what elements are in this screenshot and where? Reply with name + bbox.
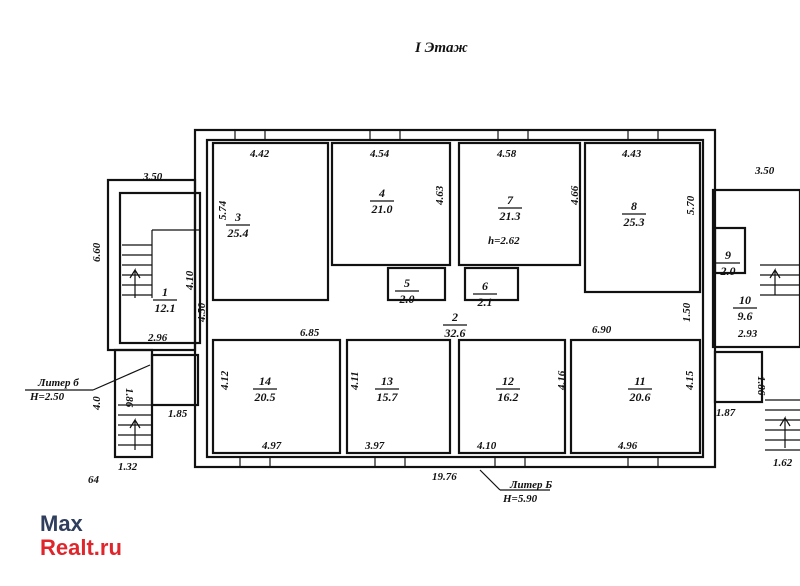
room-5: 52.0 xyxy=(395,276,419,306)
liter-left-name: Литер б xyxy=(37,377,79,389)
dimension-label: 1.86 xyxy=(123,388,135,408)
dimension-label: 4.10 xyxy=(476,440,497,452)
dimension-label: 4.12 xyxy=(219,370,231,391)
room-area: 12.1 xyxy=(155,301,176,315)
dimension-label: 1.87 xyxy=(716,407,736,419)
room-number: 6 xyxy=(482,279,488,293)
dimension-label: 4.11 xyxy=(349,371,361,391)
room-area: 16.2 xyxy=(498,390,519,404)
room-number: 10 xyxy=(739,293,751,307)
dimension-label: 3.97 xyxy=(364,440,385,452)
dimension-label: 4.0 xyxy=(91,396,103,411)
room-number: 8 xyxy=(631,199,637,213)
watermark-realt: Realt.ru xyxy=(40,535,122,560)
room-number: 13 xyxy=(381,374,393,388)
room-area: 9.6 xyxy=(738,309,753,323)
room-6: 62.1 xyxy=(473,279,497,309)
floor-title: I Этаж xyxy=(414,40,468,56)
dimension-label: 6.60 xyxy=(91,242,103,262)
dimension-label: 4.63 xyxy=(434,185,446,206)
dimension-label: 4.15 xyxy=(684,370,696,391)
room-11: 11 20.6 xyxy=(628,374,652,404)
room-number: 4 xyxy=(378,186,385,200)
dimension-label: 4.10 xyxy=(184,270,196,291)
dimension-label: 3.50 xyxy=(754,165,775,177)
dimension-label: 4.43 xyxy=(621,148,642,160)
ceiling-height: h=2.62 xyxy=(488,235,520,247)
room-area: 32.6 xyxy=(444,326,466,340)
room-number: 14 xyxy=(259,374,271,388)
room-area: 20.6 xyxy=(629,390,651,404)
room-9: 92.0 xyxy=(716,248,740,278)
room-1: 112.1 xyxy=(153,285,177,315)
room-13: 13 15.7 xyxy=(375,374,399,404)
dimension-label: 3.50 xyxy=(142,171,163,183)
dimension-label: 4.16 xyxy=(556,370,568,391)
dimension-labels: 3.50 4.42 4.54 4.58 4.43 3.50 5.74 4.63 4.66 5.70… xyxy=(88,148,793,486)
room-number: 3 xyxy=(234,210,241,224)
outer-wall xyxy=(193,128,717,469)
dimension-label: 4.96 xyxy=(617,440,638,452)
dimension-label: 2.93 xyxy=(737,328,758,340)
watermark-max: Max xyxy=(40,511,83,536)
liter-left-height: H=2.50 xyxy=(29,391,65,403)
dimension-label: 1.62 xyxy=(773,457,793,469)
dimension-label: 4.58 xyxy=(496,148,517,160)
room-4: 421.0 xyxy=(370,186,394,216)
room-area: 25.3 xyxy=(623,215,645,229)
liter-main-height: H=5.90 xyxy=(502,493,538,505)
dimension-label: 1.32 xyxy=(118,461,138,473)
dimension-label: 4.54 xyxy=(369,148,390,160)
dimension-label: 4.42 xyxy=(249,148,270,160)
room-7: 721.3 xyxy=(498,193,522,223)
room-area: 2.1 xyxy=(477,295,493,309)
room-area: 20.5 xyxy=(254,390,276,404)
room-number: 1 xyxy=(162,285,168,299)
room-number: 7 xyxy=(507,193,514,207)
room-area: 2.0 xyxy=(399,292,415,306)
windows xyxy=(234,129,659,468)
dimension-label: 6.90 xyxy=(592,324,612,336)
dimension-label: 2.96 xyxy=(147,332,168,344)
room-10: 109.6 xyxy=(733,293,757,323)
room-number: 12 xyxy=(502,374,514,388)
rooms-walls xyxy=(211,141,702,455)
room-area: 21.0 xyxy=(371,202,393,216)
room-area: 21.3 xyxy=(499,209,521,223)
dimension-label: 5.70 xyxy=(685,195,697,215)
dimension-label: 4.50 xyxy=(196,302,208,323)
dimension-label: 4.97 xyxy=(261,440,282,452)
room-8: 825.3 xyxy=(622,199,646,229)
room-number: 5 xyxy=(404,276,410,290)
dimension-label: 64 xyxy=(88,474,100,486)
inner-wall xyxy=(205,138,705,459)
liter-main-name: Литер Б xyxy=(509,479,552,491)
room-number: 2 xyxy=(451,310,458,324)
dimension-label: 19.76 xyxy=(432,471,457,483)
dimension-label: 1.50 xyxy=(681,302,693,322)
room-2: 232.6 xyxy=(443,310,467,340)
room-number: 11 xyxy=(634,374,645,388)
room-area: 15.7 xyxy=(377,390,399,404)
dimension-label: 1.85 xyxy=(168,408,188,420)
dimension-label: 4.66 xyxy=(569,185,581,206)
dimension-label: 1.86 xyxy=(755,376,767,396)
room-area: 25.4 xyxy=(227,226,249,240)
dimension-label: 6.85 xyxy=(300,327,320,339)
room-labels: 112.1232.6325.4421.052.062.1721.3825.392… xyxy=(153,186,757,404)
left-annex xyxy=(106,178,202,459)
dimension-label: 5.74 xyxy=(217,200,229,220)
room-number: 9 xyxy=(725,248,731,262)
room-3: 325.4 xyxy=(226,210,250,240)
room-14: 14 20.5 xyxy=(253,374,277,404)
room-area: 2.0 xyxy=(720,264,736,278)
room-12: 12 16.2 xyxy=(496,374,520,404)
right-annex xyxy=(711,188,800,451)
